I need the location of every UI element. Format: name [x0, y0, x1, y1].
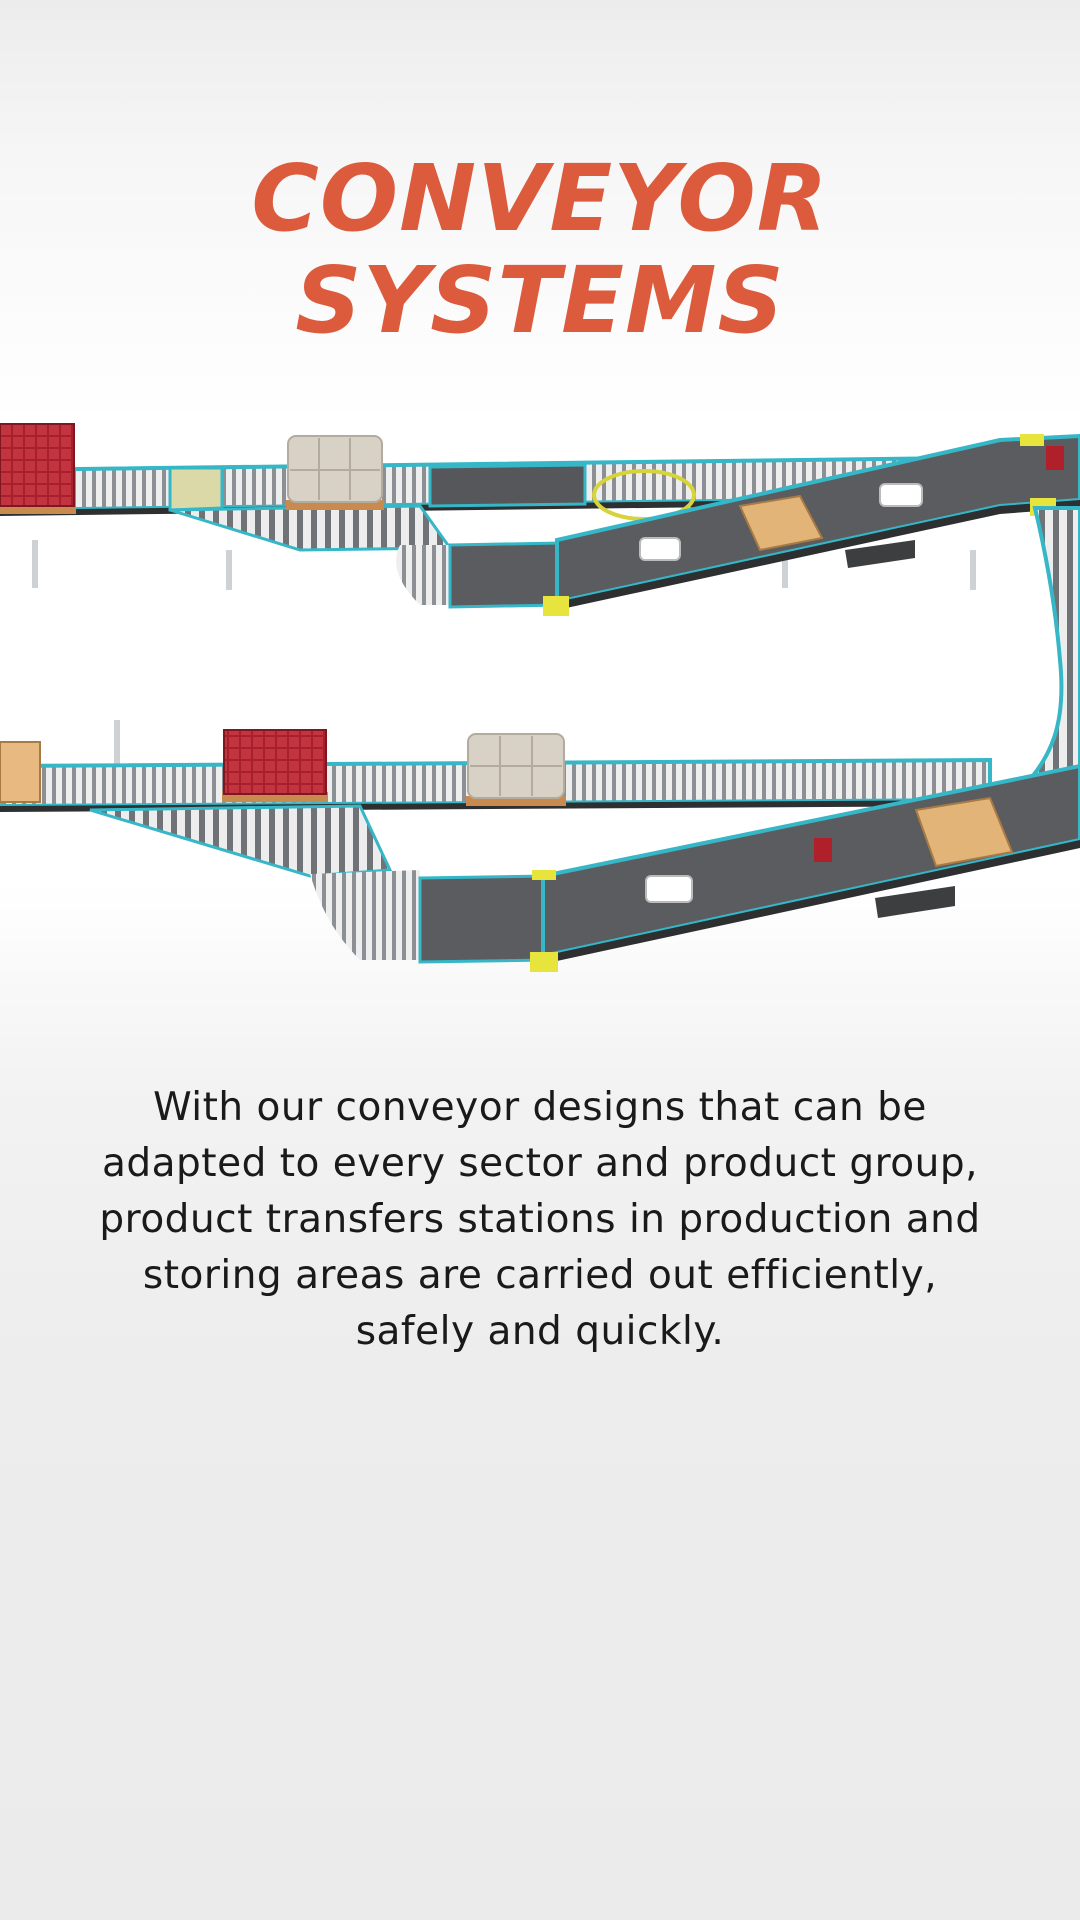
upper-conveyor-line [0, 423, 1080, 802]
red-box [1046, 446, 1064, 470]
pallet-sacks [286, 435, 384, 510]
white-box [879, 483, 923, 507]
wooden-pallet [914, 796, 1014, 868]
title-line-2: SYSTEMS [295, 247, 785, 354]
drive-unit [875, 886, 955, 918]
belt-coupling [1020, 434, 1044, 446]
drive-unit [845, 540, 915, 568]
wooden-pallet [738, 494, 824, 552]
description-text: With our conveyor designs that can be ad… [99, 1085, 981, 1354]
lower-flat-belt [418, 874, 547, 964]
belt-coupling [530, 952, 558, 972]
diverter-rollers [169, 504, 453, 552]
return-curve [1004, 506, 1080, 802]
lower-conveyor-line [0, 720, 1080, 972]
lower-curve-rollers [310, 870, 420, 960]
belt-segment [428, 463, 587, 508]
pallet-wooden-boxes [0, 741, 41, 803]
belt-coupling [543, 596, 569, 616]
white-box [639, 537, 681, 561]
support-leg [114, 720, 120, 770]
lower-diverter-rollers [89, 804, 393, 878]
red-box [814, 838, 832, 862]
support-leg [226, 550, 232, 590]
title-line-1: CONVEYOR [251, 145, 829, 252]
pallet-sacks [466, 733, 566, 806]
conveyor-system-illustration [0, 423, 1080, 972]
support-leg [970, 550, 976, 590]
support-leg [32, 540, 38, 588]
curve-rollers [396, 545, 452, 605]
pallet-red-crates [222, 729, 328, 802]
white-box [645, 875, 693, 903]
pallet-red-crates [0, 423, 76, 514]
ball-transfer-panel [168, 466, 224, 512]
support-leg [782, 560, 788, 588]
page-title: CONVEYOR SYSTEMS [0, 148, 1080, 352]
belt-coupling [532, 870, 556, 880]
